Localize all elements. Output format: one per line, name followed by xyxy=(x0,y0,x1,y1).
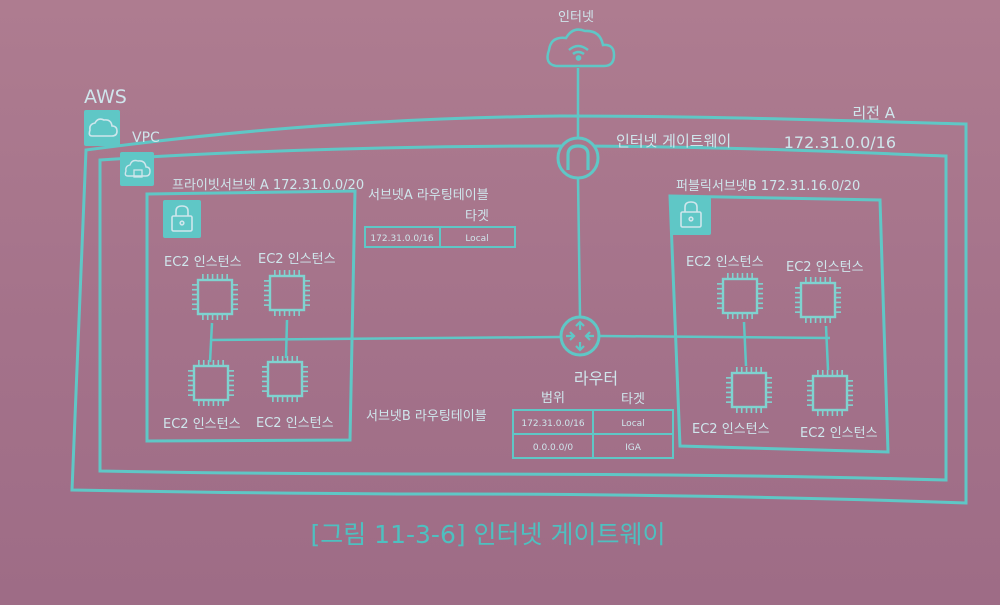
private-instance-label-3: EC2 인스턴스 xyxy=(163,417,241,432)
private-subnet-box xyxy=(145,189,357,443)
aws-tile xyxy=(84,110,120,146)
public-subnet-box xyxy=(668,194,890,454)
public-instance-label-4: EC2 인스턴스 xyxy=(800,426,878,441)
ec2-chip-icon xyxy=(262,356,308,402)
router-icon xyxy=(559,315,601,357)
private-instance-label-4: EC2 인스턴스 xyxy=(256,416,334,431)
lock-icon xyxy=(680,201,702,228)
public-instance-label-3: EC2 인스턴스 xyxy=(692,422,770,437)
public-instance-label-1: EC2 인스턴스 xyxy=(686,255,764,270)
route-b-row-2-range: 0.0.0.0/0 xyxy=(533,443,574,453)
ec2-chip-icon xyxy=(188,360,234,406)
route-table-a-target-header: 타겟 xyxy=(465,209,489,224)
gateway-icon xyxy=(556,136,600,180)
public-instances xyxy=(717,273,853,416)
internet-label: 인터넷 xyxy=(558,10,594,25)
cloud-lock-icon xyxy=(124,159,151,177)
route-table-b: 172.31.0.0/16 Local 0.0.0.0/0 IGA xyxy=(512,409,674,459)
bus-right xyxy=(599,334,831,340)
vpc-tile xyxy=(120,152,154,186)
private-subnet-tile xyxy=(163,200,201,238)
ec2-chip-icon xyxy=(726,367,772,413)
cloud-icon xyxy=(88,118,118,137)
public-subnet-title: 퍼블릭서브넷B 172.31.16.0/20 xyxy=(676,179,860,194)
public-subnet-tile xyxy=(671,197,711,235)
ec2-chip-icon xyxy=(795,277,841,323)
gateway-router-link xyxy=(576,177,582,317)
public-instance-label-2: EC2 인스턴스 xyxy=(786,260,864,275)
vpc-label: VPC xyxy=(132,130,160,146)
cloud-wifi-icon xyxy=(546,28,616,68)
route-table-b-range-header: 범위 xyxy=(541,391,565,406)
route-table-b-title: 서브넷B 라우팅테이블 xyxy=(366,409,487,424)
private-subnet-title: 프라이빗서브넷 A 172.31.0.0/20 xyxy=(172,178,364,193)
route-table-a: 172.31.0.0/16 Local xyxy=(364,226,516,248)
bus-left xyxy=(209,335,561,342)
figure-caption: [그림 11-3-6] 인터넷 게이트웨이 xyxy=(310,520,665,549)
public-link-right xyxy=(824,325,830,371)
route-a-row-1-target: Local xyxy=(465,234,488,244)
igw-cidr: 172.31.0.0/16 xyxy=(784,133,896,152)
igw-label: 인터넷 게이트웨이 xyxy=(616,132,731,150)
route-table-a-title: 서브넷A 라우팅테이블 xyxy=(368,188,489,203)
aws-label: AWS xyxy=(84,86,127,108)
aws-region-box xyxy=(70,114,968,505)
region-label: 리전 A xyxy=(852,104,895,122)
lock-icon xyxy=(171,205,193,232)
ec2-chip-icon xyxy=(717,273,763,319)
route-b-row-1-range: 172.31.0.0/16 xyxy=(521,419,584,429)
route-table-b-target-header: 타겟 xyxy=(621,392,645,407)
private-instance-label-1: EC2 인스턴스 xyxy=(164,255,242,270)
ec2-chip-icon xyxy=(264,270,310,316)
private-link-left xyxy=(208,322,214,363)
vpc-box xyxy=(98,144,948,482)
router-label: 라우터 xyxy=(574,369,618,388)
ec2-chip-icon xyxy=(807,370,853,416)
ec2-chip-icon xyxy=(192,274,238,320)
route-b-row-1-target: Local xyxy=(621,419,644,429)
private-instances xyxy=(188,270,310,406)
public-link-left xyxy=(742,321,748,367)
route-b-row-2-target: IGA xyxy=(625,443,642,453)
private-instance-label-2: EC2 인스턴스 xyxy=(258,252,336,267)
route-a-row-1-range: 172.31.0.0/16 xyxy=(370,234,433,244)
